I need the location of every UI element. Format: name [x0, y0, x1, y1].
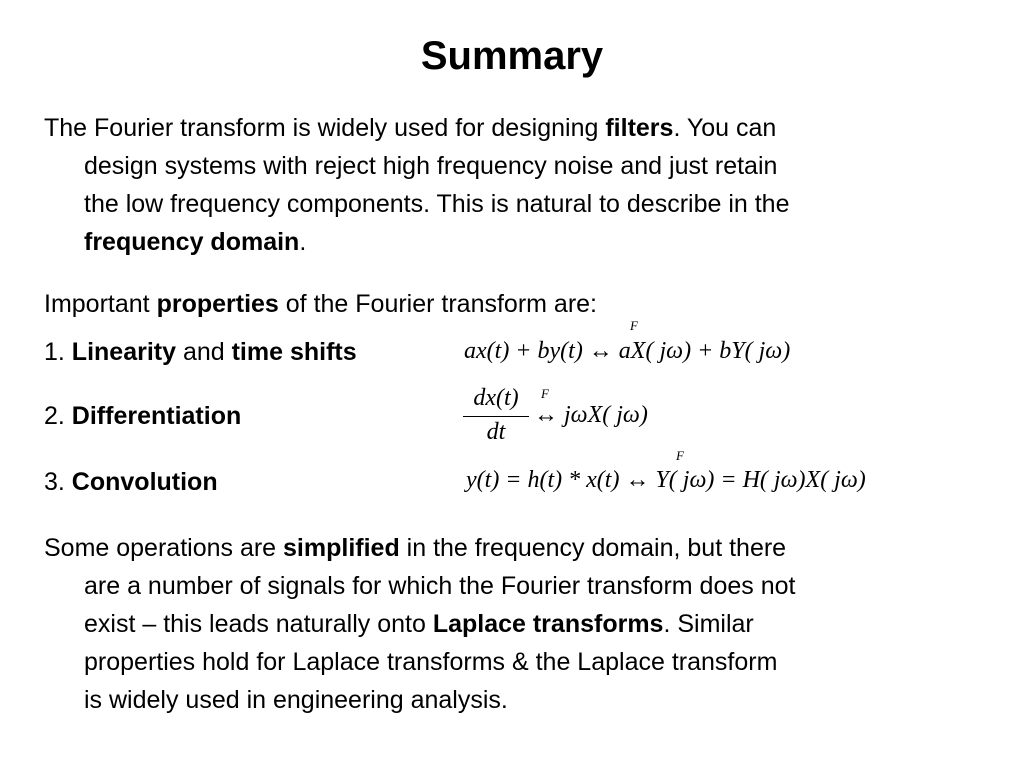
item-number: 2. [44, 402, 72, 430]
text: . [299, 228, 307, 256]
emphasis-filters: filters [605, 114, 674, 142]
fraction-bar [463, 416, 529, 417]
text: are a number of signals for which the Fo… [84, 572, 796, 600]
emphasis-simplified: simplified [283, 534, 400, 562]
emphasis-properties: properties [156, 290, 279, 318]
fraction-numerator: dx(t) [473, 385, 519, 411]
text: and [176, 338, 232, 366]
text: design systems with reject high frequenc… [84, 152, 778, 180]
text: exist – this leads naturally onto [84, 610, 433, 638]
differentiation-formula: ↔ jωX( jω) [534, 402, 648, 428]
convolution-formula: y(t) = h(t) * x(t) ↔ Y( jω) = H( jω)X( j… [466, 467, 866, 493]
slide-title: Summary [420, 34, 604, 78]
property-convolution: 3. Convolution [44, 463, 218, 501]
text: . Similar [663, 610, 754, 638]
text: the low frequency components. This is na… [84, 190, 790, 218]
derivative-fraction: dx(t) dt [463, 385, 529, 446]
intro-paragraph: The Fourier transform is widely used for… [44, 109, 994, 261]
text: properties hold for Laplace transforms &… [84, 648, 778, 676]
text: in the frequency domain, but there [399, 534, 787, 562]
properties-heading: Important properties of the Fourier tran… [44, 285, 597, 323]
text: is widely used in engineering analysis. [84, 686, 508, 714]
emphasis-laplace-transforms: Laplace transforms [432, 610, 664, 638]
text: . You can [673, 114, 777, 142]
item-number: 3. [44, 468, 72, 496]
property-differentiation: 2. Differentiation [44, 397, 241, 435]
fraction-denominator: dt [486, 419, 506, 445]
text: Some operations are [44, 534, 284, 562]
item-label: Convolution [71, 468, 218, 496]
property-linearity: 1. Linearity and time shifts [44, 333, 357, 371]
fourier-mark: F [630, 318, 638, 333]
closing-paragraph: Some operations are simplified in the fr… [44, 529, 994, 719]
emphasis-frequency-domain: frequency domain [84, 228, 300, 256]
fourier-mark: F [541, 386, 549, 401]
item-label: Linearity [71, 338, 176, 366]
linearity-formula: ax(t) + by(t) ↔ aX( jω) + bY( jω) [464, 338, 791, 364]
fourier-mark: F [676, 448, 684, 463]
text: of the Fourier transform are: [278, 290, 598, 318]
item-label: Differentiation [71, 402, 242, 430]
item-number: 1. [44, 338, 72, 366]
text: Important [44, 290, 157, 318]
item-label: time shifts [231, 338, 357, 366]
text: The Fourier transform is widely used for… [44, 114, 606, 142]
